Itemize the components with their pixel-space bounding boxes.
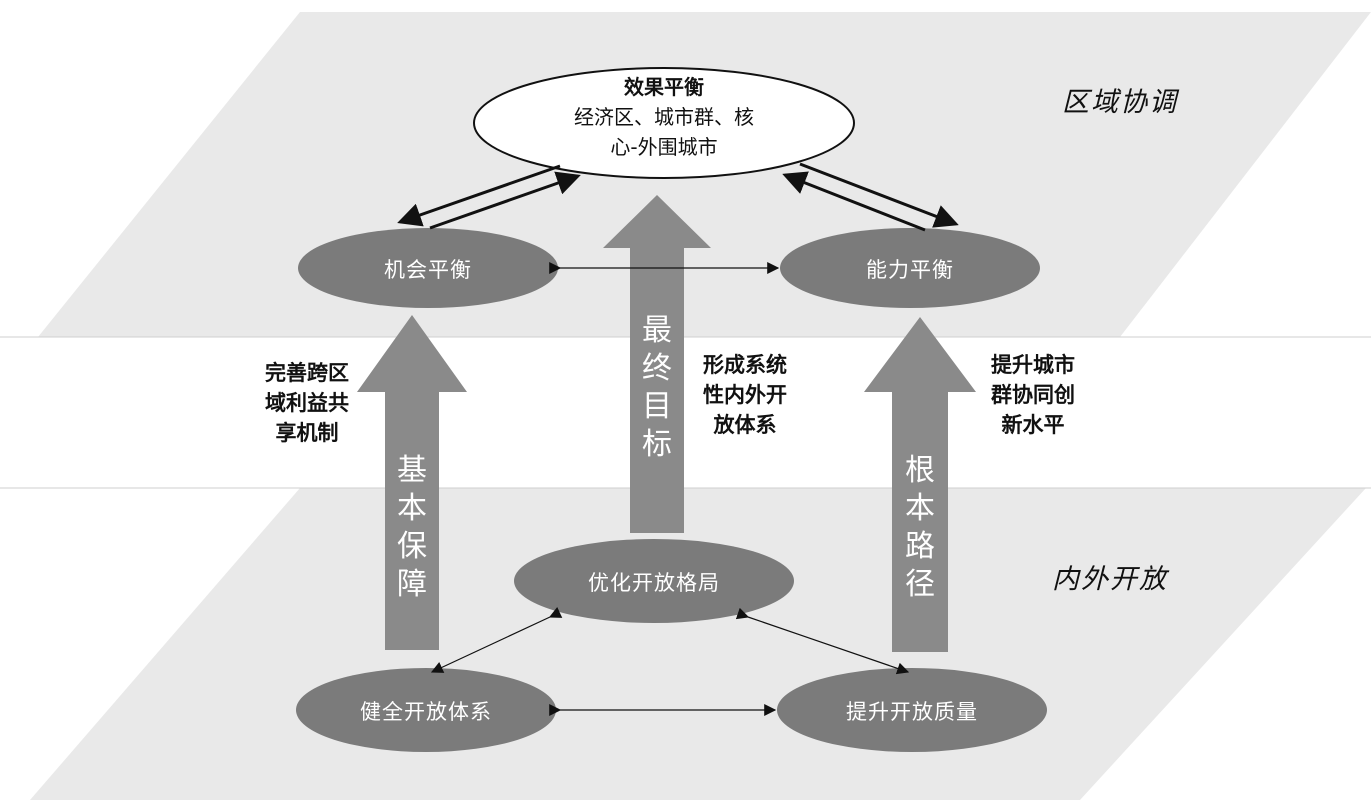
optimize-pattern-label: 优化开放格局 [588,571,720,595]
effect-balance-title: 效果平衡 [624,75,704,99]
side-label-open-system: 形成系统性内外开放体系 [703,353,787,437]
node-capability-balance [780,228,1040,308]
arrow-label-final-goal: 最终目标 [642,313,672,462]
improve-system-label: 健全开放体系 [360,700,492,724]
arrow-fundamental-path [864,317,976,652]
effect-balance-line1: 经济区、城市群、核 [574,105,754,129]
arrow-label-fundamental-path: 根本路径 [905,453,935,602]
node-raise-quality [777,668,1047,752]
link-effect-to-capability [799,162,959,228]
layer-label-regional-coordination: 区域协调 [1062,87,1178,118]
link-capability-to-effect [782,171,926,232]
link-optimize-improve [430,606,563,673]
effect-balance-line2: 心-外围城市 [610,135,718,159]
arrow-final-goal [603,195,711,533]
capability-balance-label: 能力平衡 [866,258,954,282]
effect-balance-text: 效果平衡 经济区、城市群、核 心-外围城市 [474,72,854,162]
raise-quality-label: 提升开放质量 [846,700,978,724]
arrow-basic-guarantee [357,315,467,650]
link-effect-to-opportunity [397,164,561,227]
arrow-label-basic-guarantee: 基本保障 [397,453,427,602]
node-effect-balance [473,67,855,179]
node-opportunity-balance [298,228,558,308]
layer-label-internal-external-opening: 内外开放 [1052,564,1168,595]
side-label-collaborative-innovation: 提升城市群协同创新水平 [991,353,1075,437]
link-optimize-quality [735,607,910,675]
link-opportunity-to-effect [429,171,581,230]
node-improve-system [296,668,556,752]
side-label-interest-sharing: 完善跨区域利益共享机制 [265,361,349,445]
bottom-plane [30,488,1366,800]
opportunity-balance-label: 机会平衡 [384,258,472,282]
node-optimize-pattern [514,539,794,623]
